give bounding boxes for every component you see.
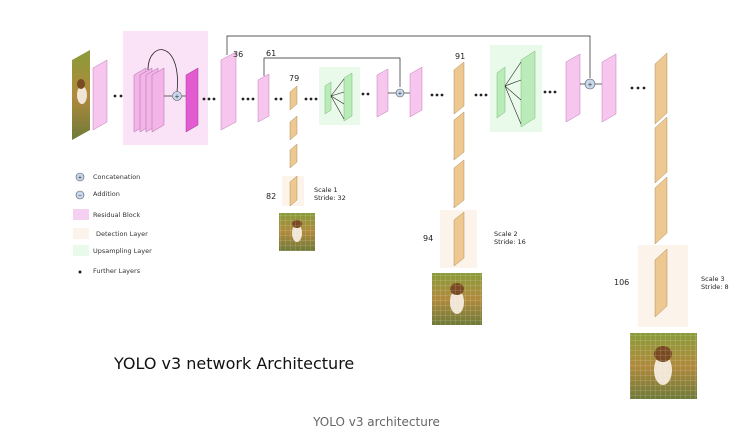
conv-layer-61	[257, 73, 270, 123]
concatenation-icon	[75, 172, 85, 182]
layer-number-82: 82	[266, 192, 276, 201]
further-layers-dots	[474, 93, 488, 97]
output-image-scale-1	[279, 213, 315, 251]
layer-number-106: 106	[614, 278, 629, 287]
detection-stack-scale-2	[440, 61, 477, 268]
layer-number-36: 36	[233, 50, 243, 59]
further-layers-dots	[304, 97, 318, 101]
figure-title: YOLO v3 network Architecture	[114, 354, 355, 373]
addition-icon	[172, 91, 182, 101]
further-layers-dots	[430, 93, 444, 97]
residual-block-swatch	[73, 209, 89, 220]
conv-layer	[376, 68, 389, 118]
svg-text:+: +	[174, 94, 179, 101]
svg-text:+: +	[78, 175, 82, 181]
detection-layer-swatch	[73, 228, 89, 239]
upsampling-layer-1	[319, 67, 360, 125]
scale-3-name: Scale 3	[701, 275, 725, 283]
output-image-scale-2	[432, 273, 482, 325]
conv-layer-36	[220, 51, 237, 131]
layer-number-94: 94	[423, 234, 433, 243]
svg-text:+: +	[398, 91, 402, 97]
conv-layer	[565, 53, 581, 123]
detection-stack-scale-1	[282, 85, 304, 207]
legend-residual-block: Residual Block	[93, 211, 140, 219]
upsampling-layer-swatch	[73, 245, 89, 256]
legend-concatenation: Concatenation	[93, 173, 140, 181]
svg-text:−: −	[78, 193, 82, 199]
scale-1-name: Scale 1	[314, 186, 338, 194]
upsampling-layer-2	[490, 45, 542, 132]
figure-caption: YOLO v3 architecture	[313, 415, 440, 429]
conv-layer	[601, 53, 617, 123]
conv-layer	[92, 59, 108, 131]
further-layers-dots	[630, 86, 646, 90]
residual-block: +	[123, 31, 208, 145]
skip-connection-lines	[226, 35, 591, 87]
layer-number-61: 61	[266, 49, 276, 58]
svg-text:+: +	[587, 82, 592, 89]
legend-addition: Addition	[93, 190, 120, 198]
further-layers-dots	[241, 97, 255, 101]
further-layers-dots	[274, 97, 283, 101]
addition-icon	[75, 190, 85, 200]
scale-1-stride: Stride: 32	[314, 194, 346, 202]
legend: + Concatenation − Addition Residual Bloc…	[73, 172, 152, 275]
layer-number-91: 91	[455, 52, 465, 61]
further-layers-dots	[202, 97, 216, 101]
scale-2-stride: Stride: 16	[494, 238, 526, 246]
legend-further-layers: Further Layers	[93, 267, 141, 275]
further-layers-dots	[361, 92, 370, 96]
further-layers-dots	[543, 90, 557, 94]
legend-detection-layer: Detection Layer	[96, 230, 148, 238]
further-layers-dot	[78, 270, 82, 274]
conv-layer	[409, 66, 423, 118]
scale-3-stride: Stride: 8	[701, 283, 729, 291]
detection-stack-scale-3	[638, 52, 688, 327]
legend-upsampling-layer: Upsampling Layer	[93, 247, 152, 255]
scale-2-name: Scale 2	[494, 230, 518, 238]
input-image	[72, 50, 90, 140]
output-image-scale-3	[630, 333, 697, 399]
layer-number-79: 79	[289, 74, 299, 83]
